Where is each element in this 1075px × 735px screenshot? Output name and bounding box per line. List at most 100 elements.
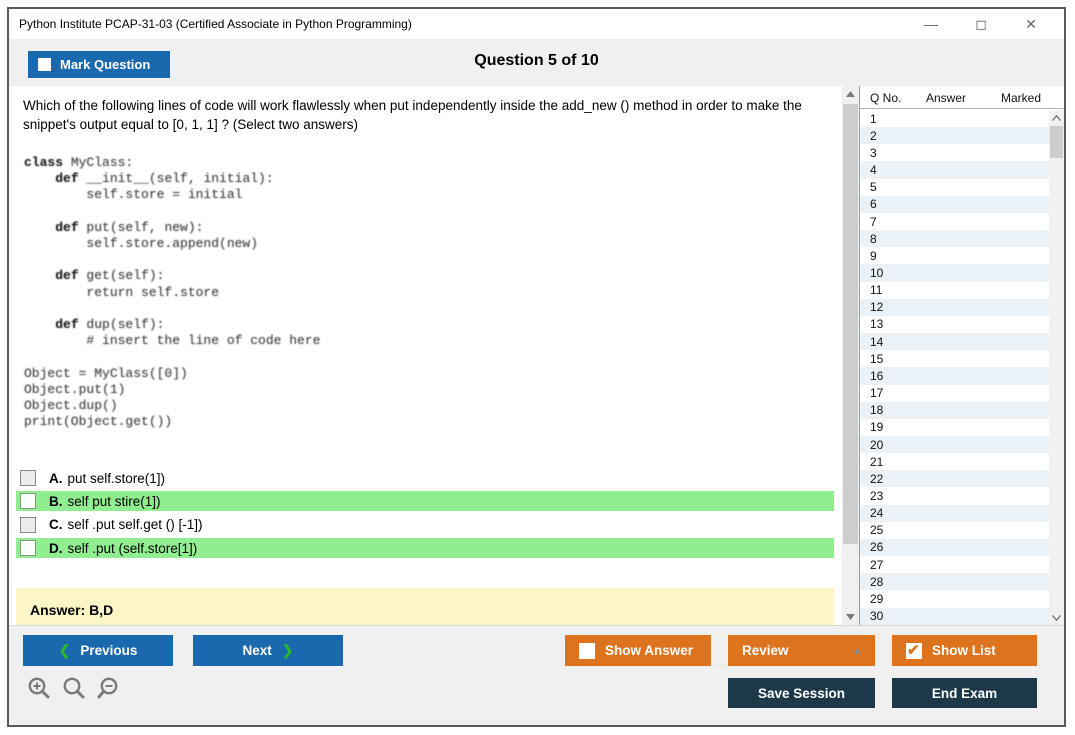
question-list-row[interactable]: 22 (860, 470, 1049, 488)
question-number: 13 (870, 317, 884, 332)
main-scrollbar-thumb[interactable] (843, 104, 858, 544)
show-list-checkbox[interactable]: ✔ (906, 642, 922, 659)
zoom-in-icon[interactable] (26, 676, 52, 702)
minimize-icon[interactable]: — (924, 16, 938, 32)
answer-option-a[interactable]: A.put self.store(1]) (16, 468, 834, 488)
review-dropdown-icon: ▲ (852, 644, 863, 657)
question-list-header: Q No. Answer Marked (860, 86, 1064, 109)
question-list-row[interactable]: 4 (860, 161, 1049, 179)
column-marked: Marked (1001, 91, 1042, 105)
question-list-row[interactable]: 28 (860, 573, 1049, 591)
question-number: 15 (870, 351, 884, 366)
question-number: 20 (870, 437, 884, 452)
question-list-row[interactable]: 11 (860, 281, 1049, 299)
show-answer-checkbox[interactable] (579, 642, 595, 659)
question-list-row[interactable]: 12 (860, 298, 1049, 316)
show-list-button[interactable]: ✔ Show List (892, 635, 1037, 666)
mark-question-button[interactable]: Mark Question (28, 51, 170, 78)
option-checkbox[interactable] (20, 516, 36, 533)
question-list-row[interactable]: 17 (860, 384, 1049, 402)
question-list-row[interactable]: 15 (860, 350, 1049, 368)
question-list-row[interactable]: 20 (860, 435, 1049, 454)
end-exam-button[interactable]: End Exam (892, 678, 1037, 708)
window-controls: — ◻ ✕ (906, 9, 1056, 39)
question-list-row[interactable]: 13 (860, 315, 1049, 334)
sidebar-scroll-down-icon[interactable] (1049, 610, 1064, 625)
question-list-row[interactable]: 14 (860, 333, 1049, 351)
maximize-icon[interactable]: ◻ (975, 15, 987, 32)
question-list-row[interactable]: 24 (860, 504, 1049, 522)
zoom-out-icon[interactable] (96, 676, 122, 702)
option-checkbox[interactable] (20, 470, 36, 486)
option-letter: B. (49, 493, 63, 509)
question-list-row[interactable]: 23 (860, 487, 1049, 505)
question-number: 21 (870, 454, 884, 469)
option-letter: A. (49, 470, 63, 486)
code-line: def put(self, new): (55, 219, 204, 235)
main-scrollbar[interactable] (842, 86, 859, 625)
code-line: def __init__(self, initial): (55, 171, 274, 187)
sidebar-scrollbar[interactable] (1049, 110, 1064, 625)
mark-question-checkbox[interactable] (38, 58, 51, 71)
end-exam-label: End Exam (931, 685, 998, 701)
code-line: class MyClass: (24, 155, 134, 170)
question-list-row[interactable]: 30 (860, 607, 1049, 625)
answer-option-c[interactable]: C.self .put self.get () [-1]) (16, 514, 834, 535)
answer-reveal-text: Answer: B,D (30, 602, 114, 618)
review-button[interactable]: Review ▲ (728, 635, 875, 666)
question-list-row[interactable]: 21 (860, 453, 1049, 471)
option-text: put self.store(1]) (67, 470, 166, 486)
question-list-row[interactable]: 10 (860, 264, 1049, 282)
question-number: 18 (870, 403, 884, 418)
option-letter: C. (49, 517, 63, 533)
next-button[interactable]: Next ❯ (193, 635, 343, 666)
scroll-down-icon[interactable] (842, 609, 859, 625)
answer-option-b[interactable]: B.self put stire(1]) (16, 491, 834, 512)
scroll-up-icon[interactable] (842, 86, 859, 102)
question-list-row[interactable]: 27 (860, 556, 1049, 574)
question-list-row[interactable]: 29 (860, 590, 1049, 608)
question-list-row[interactable]: 9 (860, 247, 1049, 265)
close-icon[interactable]: ✕ (1025, 15, 1037, 32)
question-list-row[interactable]: 19 (860, 418, 1049, 436)
question-list-row[interactable]: 8 (860, 230, 1049, 248)
question-list-row[interactable]: 2 (860, 127, 1049, 145)
option-letter: D. (49, 540, 63, 556)
show-answer-label: Show Answer (605, 643, 694, 658)
question-number: 29 (870, 591, 884, 606)
next-chevron-icon: ❯ (281, 642, 294, 658)
options-list: A.put self.store(1])B.self put stire(1])… (16, 468, 834, 562)
question-list-row[interactable]: 26 (860, 538, 1049, 557)
column-q-no: Q No. (870, 91, 902, 105)
question-list-row[interactable]: 5 (860, 178, 1049, 196)
sidebar-scrollbar-thumb[interactable] (1050, 126, 1063, 158)
zoom-reset-icon[interactable] (61, 676, 87, 702)
question-number: 4 (870, 163, 877, 178)
question-list-row[interactable]: 18 (860, 401, 1049, 419)
option-text: self .put self.get () [-1]) (67, 517, 203, 533)
question-list-row[interactable]: 25 (860, 521, 1049, 539)
title-bar: Python Institute PCAP-31-03 (Certified A… (9, 9, 1064, 39)
save-session-button[interactable]: Save Session (728, 678, 875, 708)
question-list-row[interactable]: 7 (860, 212, 1049, 231)
show-answer-button[interactable]: Show Answer (565, 635, 711, 666)
question-list-row[interactable]: 3 (860, 144, 1049, 162)
option-checkbox[interactable] (20, 493, 36, 510)
question-list-row[interactable]: 16 (860, 367, 1049, 385)
question-number: 6 (870, 197, 877, 212)
question-counter: Question 5 of 10 (474, 52, 599, 69)
save-session-label: Save Session (757, 685, 846, 701)
previous-button[interactable]: ❮ Previous (23, 635, 173, 666)
code-line: print(Object.get()) (24, 414, 173, 430)
question-list-row[interactable]: 6 (860, 195, 1049, 213)
question-number: 23 (870, 489, 884, 504)
option-text: self put stire(1]) (67, 493, 161, 509)
answer-option-d[interactable]: D.self .put (self.store[1]) (16, 538, 834, 559)
previous-label: Previous (80, 643, 138, 658)
sidebar-scroll-up-icon[interactable] (1049, 110, 1064, 125)
question-list-row[interactable]: 1 (860, 110, 1049, 128)
code-line: Object.dup() (24, 398, 118, 414)
window-title: Python Institute PCAP-31-03 (Certified A… (19, 17, 412, 31)
option-checkbox[interactable] (20, 540, 36, 557)
